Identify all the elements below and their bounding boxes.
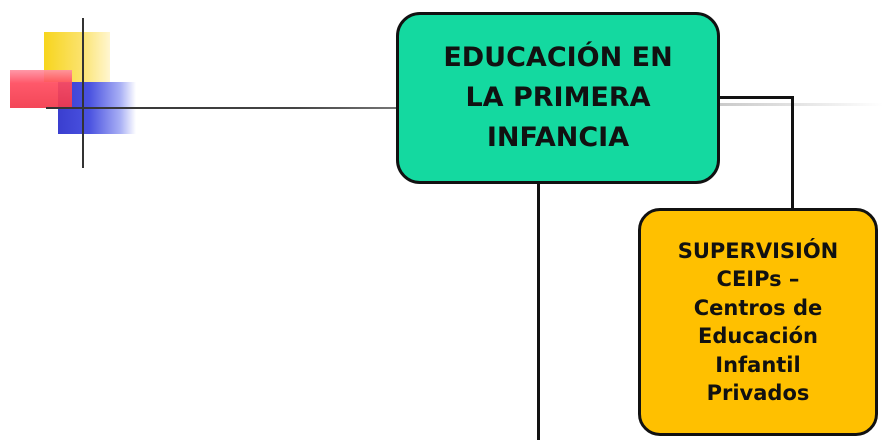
connector-main-to-child-horizontal	[718, 96, 794, 99]
decorative-horizontal-rule	[46, 107, 400, 109]
decorative-fade-rule	[720, 103, 883, 106]
node-educacion-primera-infancia: EDUCACIÓN EN LA PRIMERA INFANCIA	[396, 12, 720, 184]
node-label: EDUCACIÓN EN LA PRIMERA INFANCIA	[443, 42, 673, 153]
node-supervision-ceips: SUPERVISIÓN CEIPs – Centros de Educación…	[638, 208, 878, 436]
decorative-red-square	[10, 70, 72, 108]
connector-main-down	[537, 182, 540, 440]
connector-main-to-child-vertical	[791, 96, 794, 210]
node-label: SUPERVISIÓN CEIPs – Centros de Educación…	[677, 238, 839, 406]
decorative-vertical-rule	[82, 18, 84, 168]
